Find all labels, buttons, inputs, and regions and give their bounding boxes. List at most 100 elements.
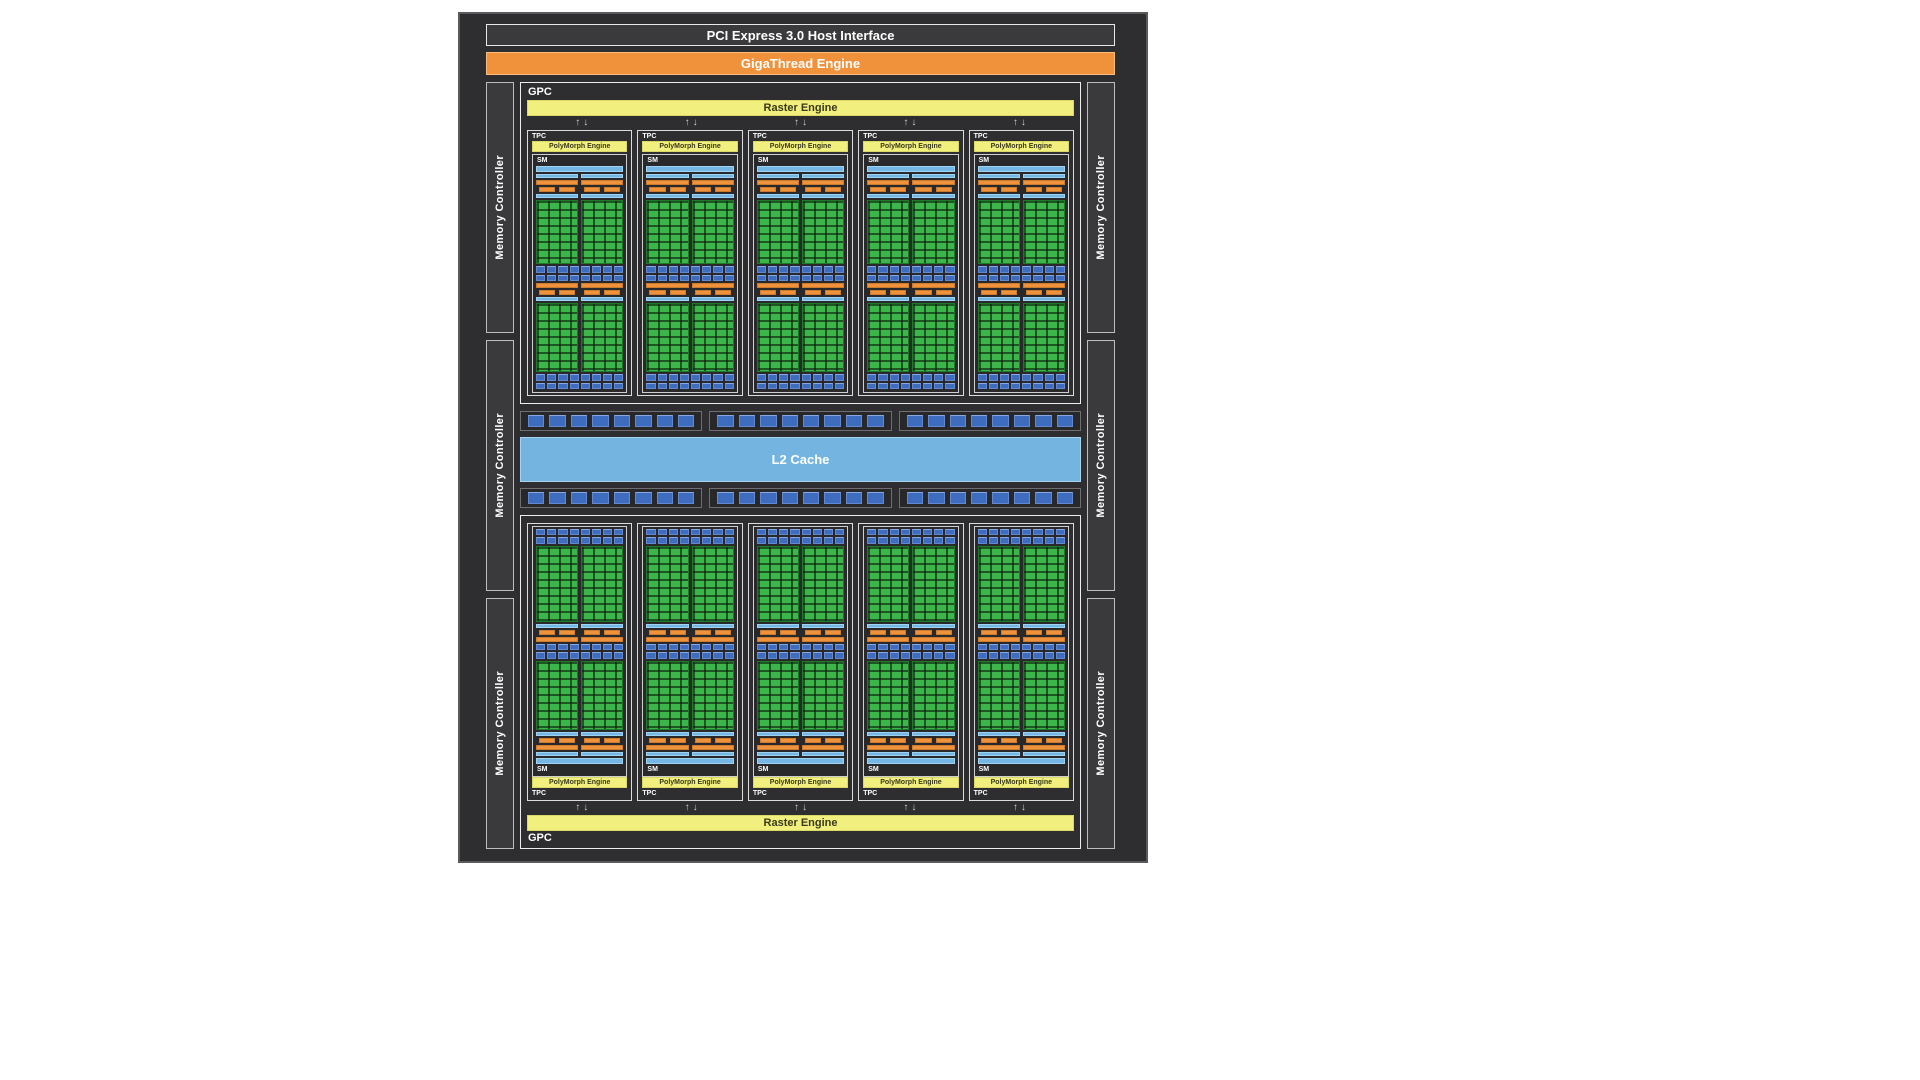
blue-block [988, 529, 998, 535]
blue-block [580, 529, 590, 535]
blue-block [569, 529, 579, 535]
blue-block [1044, 265, 1054, 273]
blue-block [790, 274, 800, 281]
dispatch-unit-block [935, 629, 952, 635]
register-file-bar [1022, 296, 1066, 301]
dispatch-unit-block [559, 738, 576, 743]
instruction-buffer-bar [867, 174, 910, 178]
cuda-core-grid [691, 302, 734, 372]
crossbar-block [867, 415, 884, 427]
dispatch-unit-block [805, 629, 822, 635]
dispatch-unit-block [559, 289, 576, 295]
blue-block [889, 643, 899, 650]
blue-block [756, 265, 766, 273]
dispatch-unit-block [1025, 187, 1042, 192]
shared-memory-row [977, 265, 1065, 273]
dispatch-unit-block [980, 629, 997, 635]
dispatch-unit-block [694, 187, 711, 192]
texture-cache-row [867, 383, 955, 389]
crossbar-block [613, 415, 631, 427]
blue-block [1022, 537, 1032, 544]
warp-scheduler-bar [536, 282, 579, 288]
blue-block [614, 529, 624, 535]
cuda-core-grid [977, 546, 1020, 622]
register-file-bar [536, 194, 579, 198]
blue-block [779, 383, 789, 389]
streaming-multiprocessor: SM [752, 526, 849, 777]
dispatch-unit-block [669, 629, 686, 635]
blue-block [878, 643, 888, 650]
blue-block [1044, 651, 1054, 659]
blue-block [945, 651, 955, 659]
crossbar-block [549, 492, 566, 504]
dispatch-unit-row [867, 289, 909, 295]
blue-block [756, 529, 766, 535]
warp-scheduler-bar [646, 745, 689, 750]
blue-block [911, 274, 922, 281]
cuda-core-grid [1022, 546, 1066, 622]
crossbar-block [845, 492, 863, 504]
blue-block [779, 265, 789, 273]
blue-block [867, 265, 877, 273]
blue-block [1033, 529, 1043, 535]
dispatch-unit-row [581, 738, 623, 743]
dispatch-unit-block [1045, 289, 1063, 295]
warp-scheduler-bar [1022, 745, 1066, 750]
blue-block [691, 265, 701, 273]
dispatch-unit-row [757, 629, 799, 635]
shared-memory-row [977, 643, 1065, 650]
arrow-pair: ↑↓ [965, 801, 1074, 815]
instruction-buffer-bar [867, 752, 910, 756]
register-file-bar [691, 623, 734, 628]
sm-lower-section [867, 282, 955, 372]
blue-block [988, 537, 998, 544]
blue-block [767, 265, 778, 273]
gpu-die-diagram: PCI Express 3.0 Host Interface GigaThrea… [458, 12, 1148, 863]
register-file-bar [1022, 732, 1066, 736]
blue-block [1022, 274, 1032, 281]
blue-block [724, 651, 734, 659]
sm-upper-section [977, 174, 1066, 264]
blue-block [691, 383, 701, 389]
sm-partition [867, 546, 910, 642]
register-file-bar [1022, 623, 1066, 628]
blue-block [878, 265, 888, 273]
sm-partition [581, 660, 624, 756]
blue-block [679, 265, 690, 273]
blue-block [988, 651, 998, 659]
blue-block [679, 651, 690, 659]
sm-partition [1022, 546, 1066, 642]
memory-controller-label: Memory Controller [494, 413, 506, 518]
instruction-buffer-bar [802, 174, 845, 178]
dispatch-unit-block [980, 289, 997, 295]
dispatch-unit-row [867, 738, 909, 743]
crossbar-block [992, 415, 1009, 427]
l2-cache: L2 Cache [520, 437, 1081, 482]
blue-block [1044, 374, 1054, 381]
warp-scheduler-bar [581, 636, 624, 642]
cuda-core-grid [691, 546, 734, 622]
dispatch-unit-block [870, 629, 887, 635]
blue-block [767, 651, 778, 659]
blue-block [911, 643, 922, 650]
blue-block [823, 274, 834, 281]
blue-block [713, 529, 723, 535]
blue-block [668, 537, 678, 544]
blue-block [801, 383, 811, 389]
blue-block [923, 383, 933, 389]
sm-label: SM [537, 766, 548, 773]
blue-block [977, 537, 987, 544]
sm-partition [977, 174, 1020, 264]
warp-scheduler-bar [1022, 636, 1066, 642]
sm-partition [646, 174, 689, 264]
memory-controller: Memory Controller [486, 340, 514, 591]
dispatch-unit-block [669, 738, 686, 743]
blue-block [646, 651, 656, 659]
blue-block [900, 274, 910, 281]
blue-block [923, 265, 933, 273]
blue-block [591, 537, 602, 544]
